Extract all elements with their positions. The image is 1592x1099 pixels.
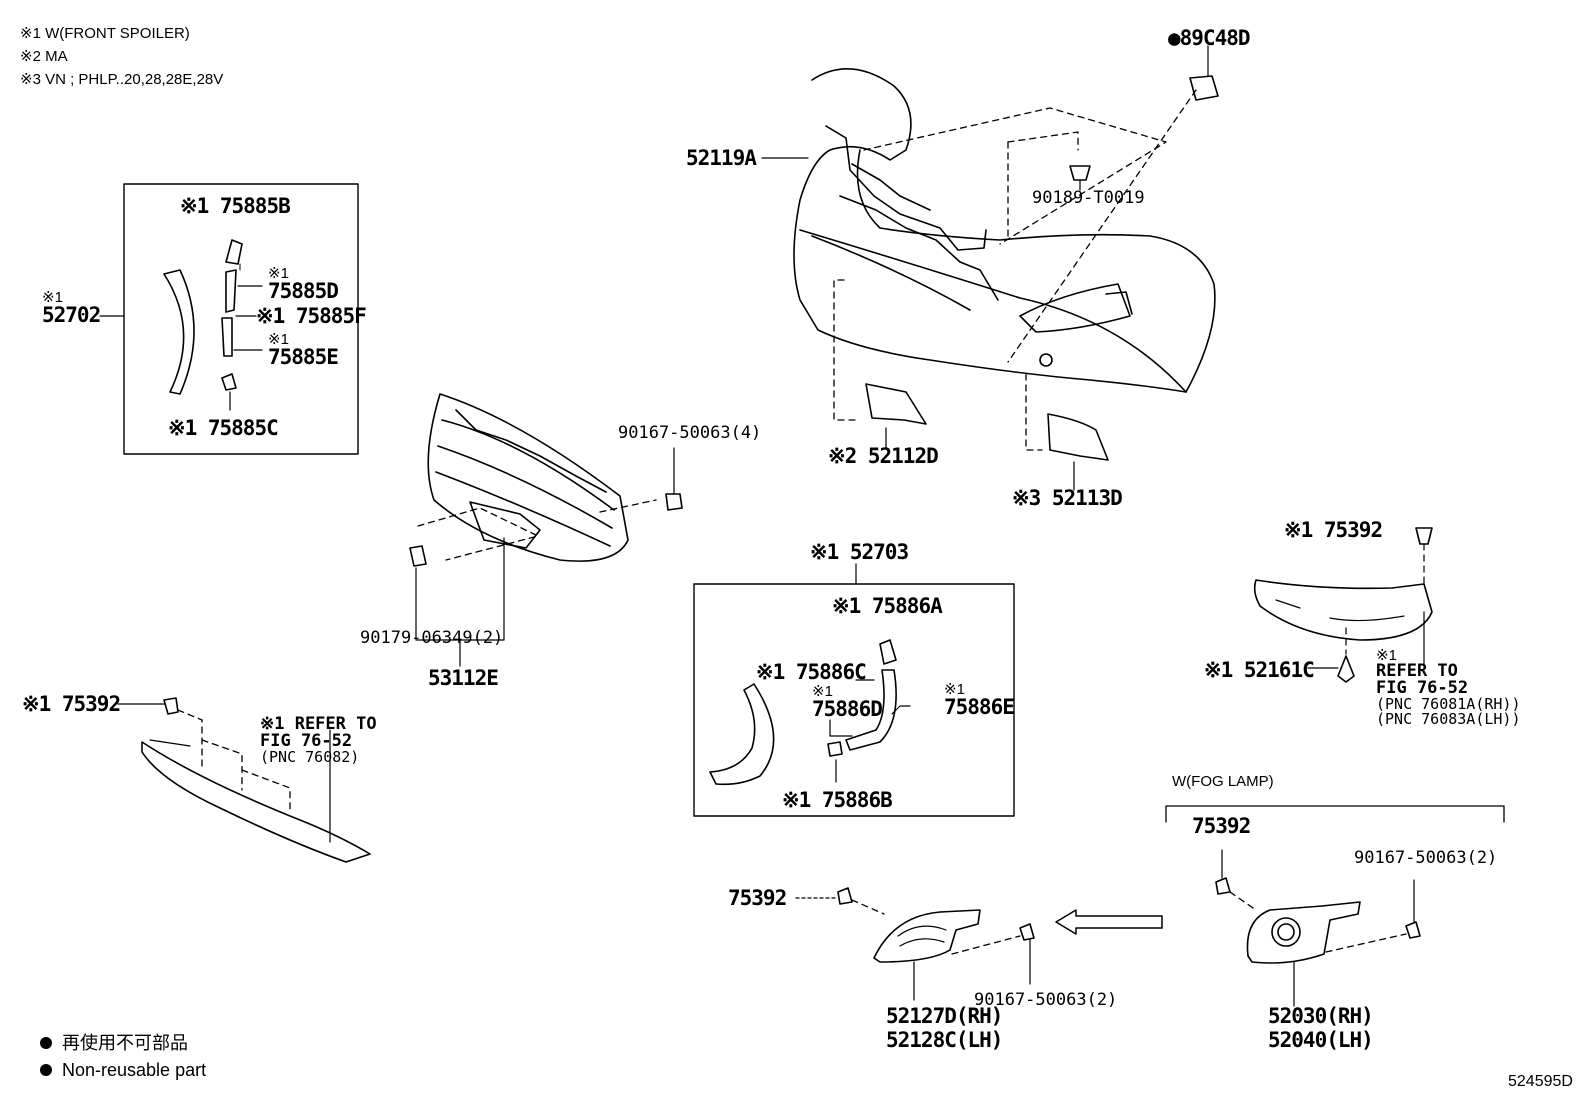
part-label-52703[interactable]: ※1 52703	[810, 540, 909, 564]
molding-75885d	[225, 269, 237, 313]
bolt-90167-2b	[1405, 921, 1421, 939]
spoiler-group-box-52703	[693, 583, 1015, 817]
cap-75885b	[225, 239, 243, 265]
part-label-90167-50063-2b[interactable]: 90167-50063(2)	[1354, 848, 1498, 868]
clip-52161c	[1337, 655, 1355, 683]
diagram-id: 524595D	[1508, 1073, 1573, 1090]
spoiler-group-box	[123, 183, 359, 455]
part-label-90179-06349[interactable]: 90179-06349(2)	[360, 628, 504, 648]
bolt-90167-4	[665, 493, 683, 511]
bezel-52127d	[873, 909, 981, 963]
molding-75885e	[221, 317, 233, 357]
part-label-52112d[interactable]: ※2 52112D	[828, 444, 939, 468]
lower-spoiler-left	[141, 741, 371, 863]
part-label-75886a[interactable]: ※1 75886A	[832, 594, 943, 618]
clip-75392-fog	[1215, 877, 1231, 895]
part-label-52113d[interactable]: ※3 52113D	[1012, 486, 1123, 510]
clip-89c48d	[1189, 75, 1219, 101]
header-note-2: ※2 MA	[20, 48, 68, 65]
cap-75886b	[827, 741, 843, 757]
fog-lamp-group-label: W(FOG LAMP)	[1172, 773, 1274, 790]
part-label-52119a[interactable]: 52119A	[686, 146, 757, 170]
part-label-75885c[interactable]: ※1 75885C	[168, 416, 279, 440]
clip-75392-right	[1415, 527, 1433, 545]
part-label-52161c[interactable]: ※1 52161C	[1204, 658, 1315, 682]
flap-52113d	[1047, 413, 1109, 461]
part-label-75886b[interactable]: ※1 75886B	[782, 788, 893, 812]
part-label-52128c[interactable]: 52128C(LH)	[886, 1028, 1003, 1052]
part-label-75392-fog[interactable]: 75392	[1192, 814, 1251, 838]
header-note-1: ※1 W(FRONT SPOILER)	[20, 25, 190, 42]
clip-75392-mid	[837, 887, 853, 905]
part-label-90189-t0019[interactable]: 90189-T0019	[1032, 188, 1145, 208]
legend-bullet-icon	[40, 1064, 52, 1076]
clip-90189	[1069, 165, 1091, 181]
clip-75392-left	[163, 697, 179, 715]
bolt-90167-2a	[1019, 923, 1035, 941]
part-label-75885f[interactable]: ※1 75885F	[256, 304, 367, 328]
molding-75886c	[845, 669, 897, 751]
arrow-icon	[1055, 909, 1163, 935]
grille-53112e	[427, 393, 629, 562]
part-label-52030[interactable]: 52030(RH)	[1268, 1004, 1374, 1028]
part-label-75392-right[interactable]: ※1 75392	[1284, 518, 1383, 542]
cap-75886a	[879, 639, 897, 665]
legend-jp: 再使用不可部品	[62, 1033, 188, 1053]
part-label-75885b[interactable]: ※1 75885B	[180, 194, 291, 218]
bumper-cover-52119a	[793, 68, 1216, 393]
refer-note-left[interactable]: ※1 REFER TO FIG 76-52 (PNC 76082)	[260, 714, 377, 766]
flap-52112d	[865, 383, 927, 425]
refer-note-right[interactable]: ※1 REFER TO FIG 76-52 (PNC 76081A(RH)) (…	[1376, 647, 1521, 728]
part-label-90167-50063-4[interactable]: 90167-50063(4)	[618, 423, 762, 443]
part-label-52040[interactable]: 52040(LH)	[1268, 1028, 1374, 1052]
part-label-53112e[interactable]: 53112E	[428, 666, 499, 690]
part-label-75885d[interactable]: ※1 75885D	[268, 265, 339, 303]
part-label-75392-left[interactable]: ※1 75392	[22, 692, 121, 716]
part-label-75885e[interactable]: ※1 75885E	[268, 331, 339, 369]
fog-lamp-52030	[1246, 901, 1361, 964]
part-label-90167-50063-2a[interactable]: 90167-50063(2)	[974, 990, 1118, 1010]
clip-90179	[409, 545, 427, 567]
header-note-3: ※3 VN ; PHLP..20,28,28E,28V	[20, 71, 224, 88]
spoiler-part-52702	[163, 269, 195, 395]
legend-bullet-icon	[40, 1037, 52, 1049]
part-label-52127d[interactable]: 52127D(RH)	[886, 1004, 1003, 1028]
lower-spoiler-right	[1253, 579, 1433, 641]
part-label-75886e[interactable]: ※1 75886E	[944, 681, 1015, 719]
cap-75885c	[221, 373, 237, 391]
spoiler-part-52703	[709, 683, 775, 786]
part-label-75886c[interactable]: ※1 75886C	[756, 660, 867, 684]
legend-en: Non-reusable part	[62, 1060, 207, 1080]
part-label-75886d[interactable]: ※1 75886D	[812, 683, 883, 721]
part-label-52702[interactable]: ※1 52702	[42, 289, 101, 327]
part-label-89c48d[interactable]: ●89C48D	[1168, 26, 1251, 50]
part-label-75392-mid[interactable]: 75392	[728, 886, 787, 910]
